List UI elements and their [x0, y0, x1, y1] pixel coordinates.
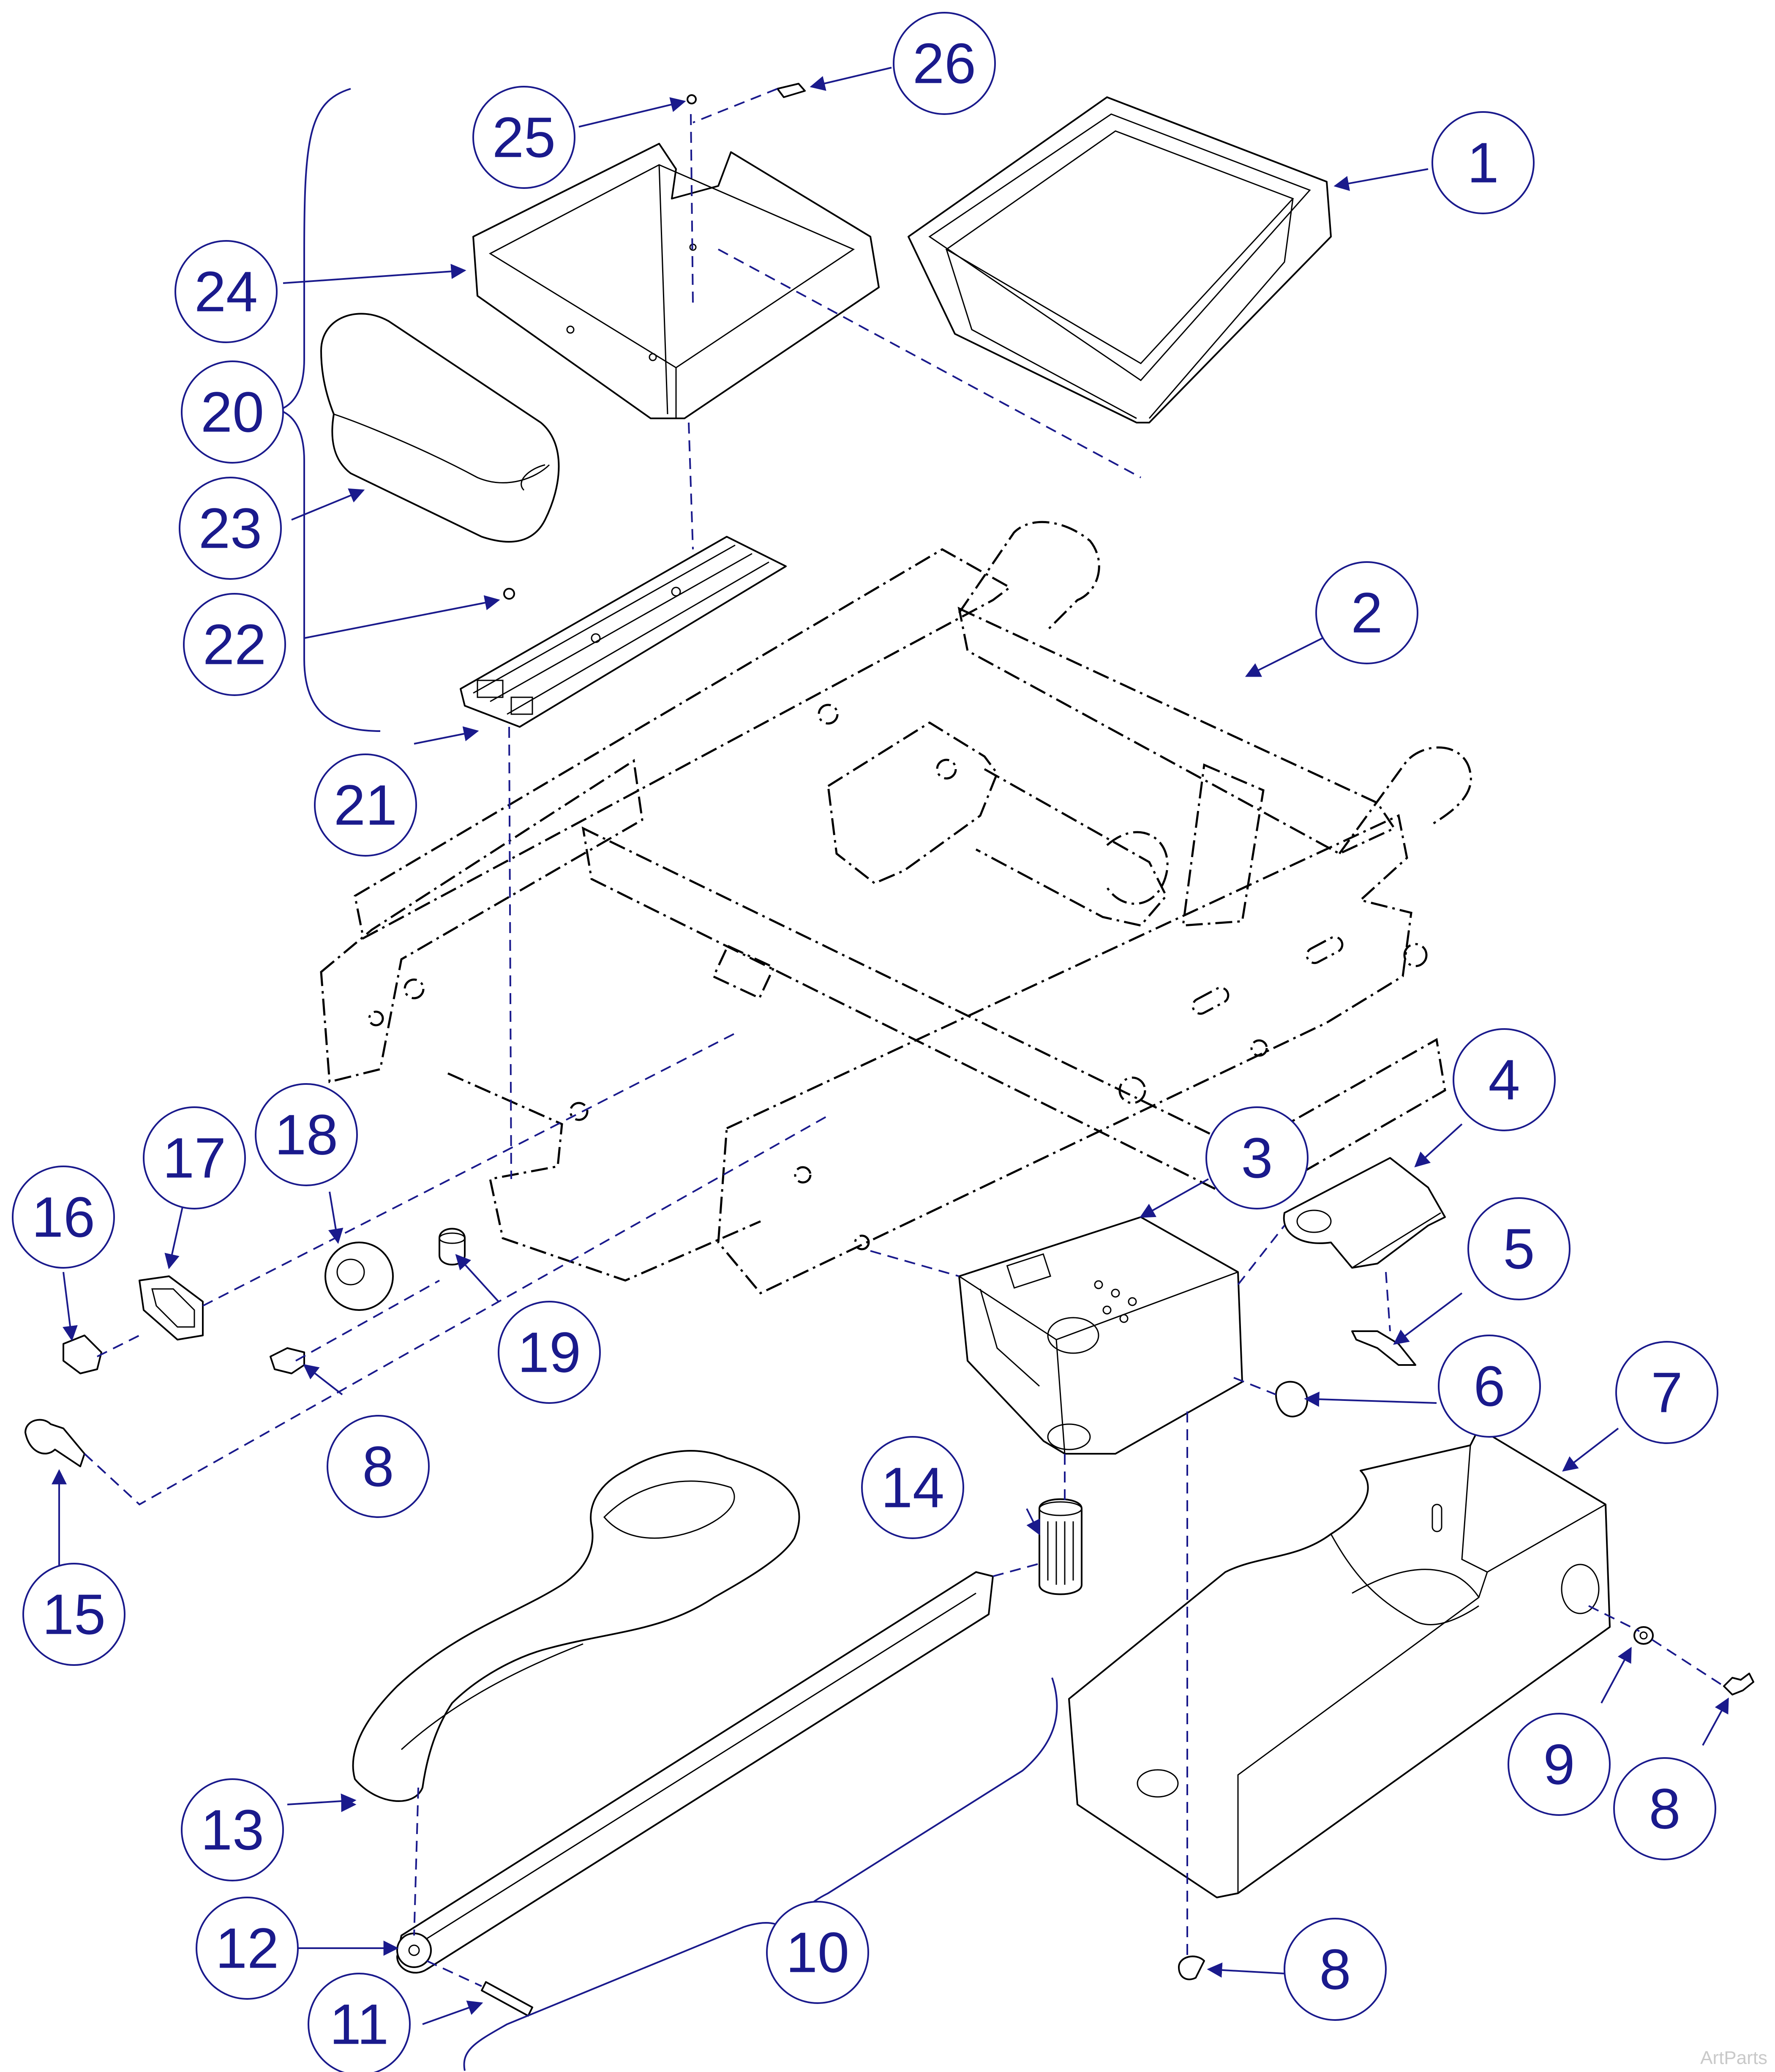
part-15-bolt — [25, 1419, 85, 1467]
part-11-pin — [481, 1981, 533, 2017]
svg-text:9: 9 — [1543, 1733, 1575, 1796]
part-1-tray — [908, 96, 1332, 423]
callout-21: 21 — [314, 753, 417, 857]
part-23-drawer-handle — [320, 313, 560, 543]
assembly-centerlines — [84, 88, 1725, 1987]
callout-4: 4 — [1453, 1028, 1556, 1131]
part-7-lower-channel — [1068, 1428, 1611, 1898]
part-3-bracket-housing — [958, 1216, 1243, 1455]
svg-text:3: 3 — [1241, 1126, 1273, 1190]
part-8-screw-c — [1178, 1955, 1205, 1980]
part-14-sleeve — [1039, 1498, 1082, 1595]
svg-text:1: 1 — [1467, 131, 1499, 195]
callout-8-a: 8 — [327, 1415, 430, 1518]
callout-10: 10 — [766, 1901, 869, 2004]
svg-text:23: 23 — [199, 497, 262, 560]
svg-text:24: 24 — [194, 260, 258, 324]
watermark: ArtParts — [1700, 2047, 1767, 2068]
part-16-nut — [63, 1335, 102, 1374]
part-5-wing-clip — [1351, 1330, 1416, 1366]
part-22-screw — [503, 588, 515, 600]
callout-8-c: 8 — [1284, 1918, 1387, 2021]
callout-20: 20 — [181, 360, 284, 464]
svg-text:7: 7 — [1651, 1361, 1682, 1425]
callout-15: 15 — [22, 1563, 125, 1666]
svg-text:21: 21 — [334, 773, 397, 837]
callout-13: 13 — [181, 1778, 284, 1881]
callout-17: 17 — [143, 1106, 246, 1209]
svg-text:8: 8 — [362, 1435, 394, 1499]
part-17-bushing — [139, 1275, 204, 1340]
part-4-clamp — [1283, 1157, 1446, 1269]
part-18-cap — [324, 1242, 394, 1311]
svg-text:2: 2 — [1351, 581, 1382, 645]
part-21-slide-rail — [460, 536, 787, 728]
svg-text:4: 4 — [1488, 1048, 1520, 1112]
callout-12: 12 — [196, 1897, 299, 2000]
svg-text:26: 26 — [913, 32, 976, 96]
svg-text:6: 6 — [1473, 1354, 1505, 1418]
svg-text:12: 12 — [215, 1916, 279, 1980]
part-10-pedal-rod — [396, 1571, 994, 1974]
part-8-screw-b — [1723, 1673, 1754, 1695]
callout-26: 26 — [893, 12, 996, 115]
callout-22: 22 — [183, 593, 286, 696]
svg-text:11: 11 — [330, 1993, 389, 2056]
svg-text:17: 17 — [163, 1126, 226, 1190]
svg-text:13: 13 — [201, 1798, 264, 1862]
callout-7: 7 — [1615, 1341, 1718, 1444]
callout-19: 19 — [498, 1301, 601, 1404]
svg-text:8: 8 — [1319, 1938, 1351, 2001]
callout-23: 23 — [179, 477, 282, 580]
callout-1: 1 — [1431, 111, 1535, 214]
part-13-pedal-handle — [352, 1450, 800, 1802]
svg-text:25: 25 — [492, 106, 556, 169]
svg-text:14: 14 — [881, 1456, 944, 1520]
svg-text:16: 16 — [32, 1185, 95, 1249]
svg-text:22: 22 — [203, 613, 266, 677]
part-26-screw — [777, 83, 806, 98]
callout-25: 25 — [472, 86, 575, 189]
callout-3: 3 — [1205, 1106, 1309, 1209]
svg-text:18: 18 — [275, 1103, 338, 1167]
svg-text:5: 5 — [1503, 1217, 1535, 1281]
svg-text:19: 19 — [518, 1321, 581, 1384]
callout-5: 5 — [1467, 1197, 1571, 1300]
callout-6: 6 — [1438, 1335, 1541, 1438]
callout-2: 2 — [1315, 561, 1418, 664]
part-8-screw-a — [270, 1347, 305, 1374]
part-25-screw — [687, 94, 697, 104]
part-24-drawer — [472, 143, 880, 419]
svg-text:20: 20 — [201, 380, 264, 444]
part-6-plug — [1275, 1381, 1308, 1417]
callout-24: 24 — [175, 240, 278, 343]
callout-16: 16 — [12, 1166, 115, 1269]
callout-arrows — [52, 67, 1729, 2025]
callout-18: 18 — [255, 1083, 358, 1186]
svg-text:10: 10 — [786, 1921, 849, 1985]
callout-8-b: 8 — [1613, 1757, 1716, 1860]
svg-text:15: 15 — [42, 1583, 106, 1646]
callout-11: 11 — [308, 1973, 411, 2072]
callout-14: 14 — [861, 1436, 964, 1539]
callout-9: 9 — [1508, 1713, 1611, 1816]
svg-text:8: 8 — [1649, 1777, 1680, 1841]
